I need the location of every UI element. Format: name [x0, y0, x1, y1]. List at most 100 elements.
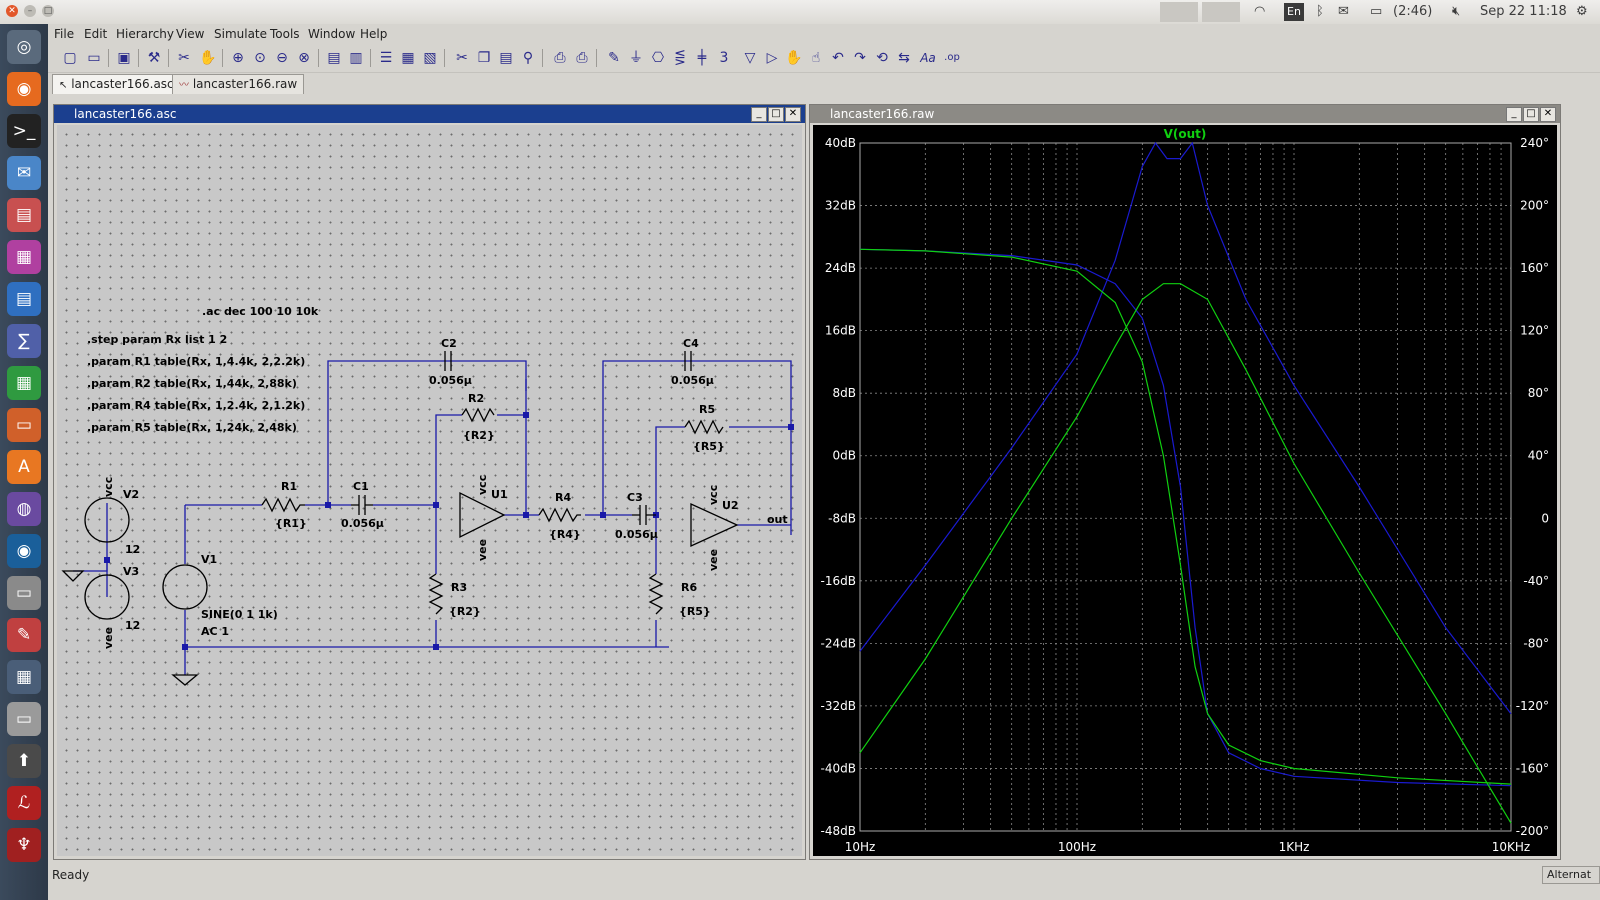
- paste-icon[interactable]: ▤: [499, 50, 513, 66]
- blender-icon[interactable]: ◉: [7, 534, 41, 568]
- drag-icon[interactable]: ☝: [811, 50, 821, 66]
- save-icon[interactable]: ▣: [117, 50, 131, 66]
- settings-gear-icon[interactable]: ⚙: [1576, 4, 1588, 19]
- control-panel-icon[interactable]: ⚒: [147, 50, 161, 66]
- wine-icon[interactable]: ♆: [7, 828, 41, 862]
- capacitor-icon[interactable]: ╪: [697, 50, 707, 66]
- menu-window[interactable]: Window: [308, 27, 356, 41]
- print-icon[interactable]: ⎙: [576, 50, 588, 66]
- open-icon[interactable]: ▭: [87, 50, 101, 66]
- clock[interactable]: Sep 22 11:18: [1480, 4, 1567, 19]
- net-label-vcc-u2[interactable]: vcc: [707, 485, 720, 505]
- disk-icon[interactable]: ◍: [7, 492, 41, 526]
- value-r2[interactable]: {R2}: [463, 429, 495, 442]
- label-u2[interactable]: U2: [722, 499, 739, 512]
- resistor-icon[interactable]: ⋚: [674, 50, 686, 66]
- schematic-canvas[interactable]: .step param Rx list 1 2 .ac dec 100 10 1…: [57, 125, 802, 856]
- directive-param-r4[interactable]: .param R4 table(Rx, 1,2.4k, 2,1.2k): [87, 399, 305, 412]
- run-icon[interactable]: ✂: [178, 50, 190, 66]
- battery-icon[interactable]: ▭: [1370, 4, 1383, 19]
- close-icon[interactable]: ✕: [785, 107, 801, 122]
- trace-label-vout[interactable]: V(out): [1164, 127, 1207, 141]
- close-icon[interactable]: ✕: [1540, 107, 1556, 122]
- label-r2[interactable]: R2: [468, 392, 484, 405]
- archive-icon[interactable]: ▤: [7, 198, 41, 232]
- drive-icon[interactable]: ▭: [7, 576, 41, 610]
- menu-help[interactable]: Help: [360, 27, 388, 41]
- dash-icon[interactable]: ◎: [7, 30, 41, 64]
- value-v2[interactable]: 12: [125, 543, 140, 556]
- label-r1[interactable]: R1: [281, 480, 297, 493]
- app-icon-blue[interactable]: ∑: [7, 324, 41, 358]
- menu-view[interactable]: View: [176, 27, 205, 41]
- cut-icon[interactable]: ✂: [456, 50, 468, 66]
- minimize-window-icon[interactable]: –: [24, 5, 36, 17]
- minimize-icon[interactable]: _: [1506, 107, 1522, 122]
- bluetooth-icon[interactable]: ᛒ: [1316, 4, 1324, 19]
- menu-simulate[interactable]: Simulate: [214, 27, 268, 41]
- indicator-slot-2[interactable]: [1202, 2, 1240, 22]
- label-c2[interactable]: C2: [441, 337, 457, 350]
- ltspice-icon[interactable]: ℒ: [7, 786, 41, 820]
- copy-icon[interactable]: ❐: [477, 50, 491, 66]
- plot-pane[interactable]: 40dB 32dB 24dB 16dB 8dB 0dB -8dB -16dB -…: [813, 125, 1557, 856]
- label-u1[interactable]: U1: [491, 488, 508, 501]
- label-c1[interactable]: C1: [353, 480, 369, 493]
- redo-icon[interactable]: ↷: [854, 50, 866, 66]
- undo-icon[interactable]: ↶: [832, 50, 844, 66]
- component-icon[interactable]: ▷: [766, 50, 778, 66]
- label-v1[interactable]: V1: [201, 553, 217, 566]
- net-label-vcc-u1[interactable]: vcc: [476, 475, 489, 495]
- firefox-icon[interactable]: ◉: [7, 72, 41, 106]
- tab-waveform[interactable]: 〰 lancaster166.raw: [172, 74, 305, 94]
- label-net-icon[interactable]: ⎔: [651, 50, 665, 66]
- label-c3[interactable]: C3: [627, 491, 643, 504]
- tile-vertical-icon[interactable]: ▦: [401, 50, 415, 66]
- value-r5[interactable]: {R5}: [693, 440, 725, 453]
- zoom-out-icon[interactable]: ⊖: [276, 50, 288, 66]
- spice-directive-icon[interactable]: .op: [944, 52, 960, 63]
- value-r4[interactable]: {R4}: [549, 528, 581, 541]
- net-label-vee-u2[interactable]: vee: [707, 549, 720, 571]
- label-c4[interactable]: C4: [683, 337, 699, 350]
- maximize-icon[interactable]: □: [768, 107, 784, 122]
- inductor-icon[interactable]: 3: [719, 50, 729, 66]
- menu-hierarchy[interactable]: Hierarchy: [116, 27, 175, 41]
- rotate-icon[interactable]: ⟲: [876, 50, 888, 66]
- cascade-icon[interactable]: ▧: [423, 50, 437, 66]
- directive-param-r5[interactable]: .param R5 table(Rx, 1,24k, 2,48k): [87, 421, 297, 434]
- print-preview-icon[interactable]: ⎙: [554, 50, 566, 66]
- maximize-window-icon[interactable]: □: [42, 5, 54, 17]
- label-v2[interactable]: V2: [123, 488, 139, 501]
- value-c2[interactable]: 0.056µ: [429, 374, 472, 387]
- label-r4[interactable]: R4: [555, 491, 571, 504]
- value-r6[interactable]: {R5}: [679, 605, 711, 618]
- view-spice-icon[interactable]: ▥: [349, 50, 363, 66]
- volume-mute-icon[interactable]: 🔇︎: [1452, 4, 1461, 19]
- writer-icon[interactable]: ▤: [7, 282, 41, 316]
- zoom-fit-icon[interactable]: ⊗: [298, 50, 310, 66]
- halt-icon[interactable]: ✋: [199, 50, 217, 66]
- diode-icon[interactable]: ▽: [744, 50, 756, 66]
- label-r6[interactable]: R6: [681, 581, 697, 594]
- terminal-icon[interactable]: >_: [7, 114, 41, 148]
- close-window-icon[interactable]: ✕: [6, 5, 18, 17]
- net-label-vee-u1[interactable]: vee: [476, 539, 489, 561]
- tile-horizontal-icon[interactable]: ☰: [379, 50, 393, 66]
- ground-icon[interactable]: ⏚: [629, 50, 643, 66]
- directive-step[interactable]: .step param Rx list 1 2: [87, 333, 227, 346]
- label-r3[interactable]: R3: [451, 581, 467, 594]
- net-label-vcc-v2[interactable]: vcc: [102, 477, 115, 497]
- value-c1[interactable]: 0.056µ: [341, 517, 384, 530]
- value-r3[interactable]: {R2}: [449, 605, 481, 618]
- menu-tools[interactable]: Tools: [270, 27, 300, 41]
- value-c3[interactable]: 0.056µ: [615, 528, 658, 541]
- text-icon[interactable]: Aa: [920, 51, 936, 65]
- directive-param-r2[interactable]: .param R2 table(Rx, 1,44k, 2,88k): [87, 377, 297, 390]
- calc-icon[interactable]: ▦: [7, 366, 41, 400]
- label-v3[interactable]: V3: [123, 565, 139, 578]
- net-label-out[interactable]: out: [767, 513, 788, 526]
- find-icon[interactable]: ⚲: [522, 50, 534, 66]
- label-r5[interactable]: R5: [699, 403, 715, 416]
- app-icon-purple[interactable]: ▦: [7, 240, 41, 274]
